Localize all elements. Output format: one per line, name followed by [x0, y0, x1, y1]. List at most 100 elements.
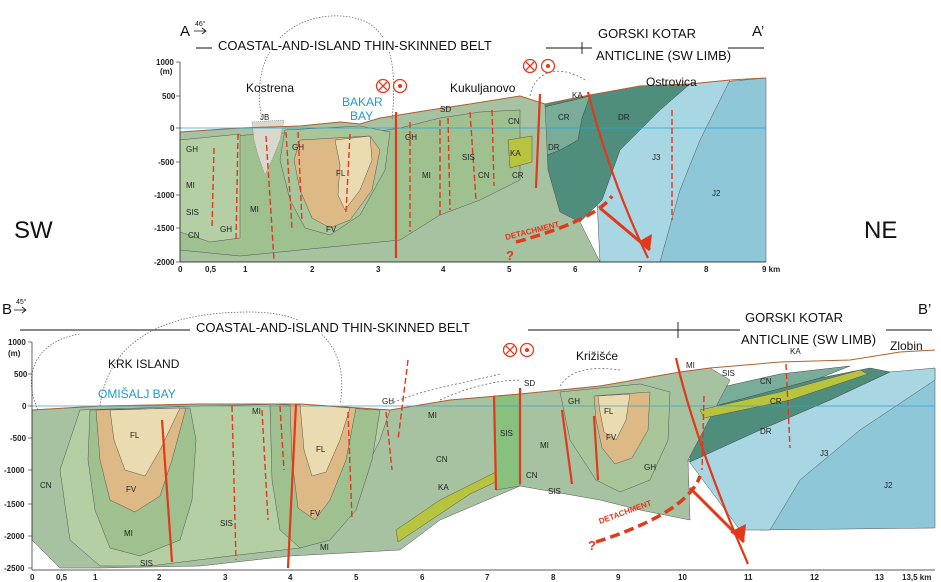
x-tick-a-2: 1 — [243, 265, 248, 274]
unit-label-b-22: GH — [644, 463, 656, 472]
x-tick-a-1: 0,5 — [205, 265, 217, 274]
y-tick-b-3: -500 — [10, 434, 27, 443]
x-tick-a-5: 4 — [441, 265, 446, 274]
y-ticks-a — [176, 61, 180, 263]
main-faults-b — [160, 357, 750, 569]
unit-label-b-15: MI — [540, 441, 549, 450]
unit-label-a-9: FV — [326, 225, 337, 234]
unit-label-b-14: SIS — [500, 429, 513, 438]
topography-a — [179, 77, 767, 133]
bay-bakar-line1: BAKAR — [342, 95, 383, 109]
unit-label-a-11: MI — [422, 171, 431, 180]
bay-omisalj: OMIŠALJ BAY — [98, 386, 176, 401]
section-b-azimuth: 45° — [16, 298, 27, 306]
place-ostrovica: Ostrovica — [646, 75, 697, 89]
unit-fl-b-right — [597, 393, 631, 441]
section-b-label: B — [2, 301, 12, 318]
unit-label-a-22: J3 — [652, 153, 661, 162]
place-krk-island: KRK ISLAND — [108, 357, 180, 371]
x-tick-a-9: 8 — [704, 265, 709, 274]
unit-label-b-6: FL — [316, 445, 326, 454]
unit-label-a-4: GH — [220, 225, 232, 234]
section-b: (m) 1000 500 0 -500 -1000 -1500 -2000 -2… — [2, 298, 936, 582]
y-tick-b-4: -1000 — [4, 466, 25, 475]
y-tick-a-0: 1000 — [156, 58, 174, 67]
faults-b — [231, 359, 791, 561]
eroded-fold-a — [259, 15, 395, 121]
section-b-end-label: B’ — [918, 301, 931, 318]
unit-label-a-23: J2 — [712, 189, 721, 198]
y-tick-b-7: -2500 — [4, 564, 25, 573]
question-mark-b: ? — [588, 538, 596, 553]
x-tick-b-5: 4 — [288, 573, 293, 582]
anticline-mask-a — [592, 24, 728, 64]
unit-label-b-16: CN — [526, 471, 538, 480]
x-tick-a-4: 3 — [376, 265, 381, 274]
y-ticks-b — [28, 341, 32, 569]
place-kostrena: Kostrena — [246, 81, 294, 95]
orientation-ne: NE — [864, 217, 897, 244]
x-tick-a-6: 5 — [507, 265, 512, 274]
belt-mask-a — [212, 38, 546, 52]
x-tick-b-11: 10 — [678, 573, 687, 582]
x-tick-b-7: 6 — [420, 573, 425, 582]
x-tick-b-0: 0 — [30, 573, 35, 582]
y-tick-a-2: 0 — [170, 124, 175, 133]
x-tick-b-4: 3 — [223, 573, 228, 582]
y-tick-a-6: -2000 — [154, 258, 175, 267]
bay-bakar-line2: BAY — [350, 109, 373, 123]
unit-label-b-13: KA — [438, 483, 449, 492]
place-krizisce: Križišće — [576, 349, 618, 363]
x-tick-a-10: 9 km — [762, 265, 780, 274]
unit-label-a-0: GH — [186, 145, 198, 154]
y-tick-a-1: 500 — [162, 92, 176, 101]
unit-label-a-12: SD — [440, 105, 451, 114]
unit-label-a-3: CN — [188, 231, 200, 240]
unit-label-a-16: KA — [510, 149, 521, 158]
unit-label-b-7: FV — [310, 509, 321, 518]
unit-sis-b-center — [493, 393, 521, 491]
unit-label-b-24: SIS — [722, 369, 735, 378]
unit-label-b-18: SD — [524, 379, 535, 388]
unit-label-a-6: JB — [260, 113, 269, 122]
unit-label-b-12: CN — [436, 455, 448, 464]
movement-symbols-a — [375, 58, 556, 94]
unit-label-b-4: SIS — [140, 559, 153, 568]
unit-fl-b-mid — [299, 403, 351, 477]
unit-label-a-2: SIS — [186, 208, 199, 217]
x-tick-b-10: 9 — [616, 573, 621, 582]
thrust-arrowhead-b — [730, 524, 746, 542]
unit-label-b-21: FV — [606, 433, 617, 442]
unit-label-b-28: KA — [790, 347, 801, 356]
unit-label-a-15: CN — [508, 117, 520, 126]
unit-label-b-11: MI — [428, 411, 437, 420]
y-unit-b: (m) — [8, 349, 21, 358]
unit-label-b-23: MI — [686, 361, 695, 370]
x-tick-b-12: 11 — [744, 573, 753, 582]
unit-label-a-5: MI — [250, 205, 259, 214]
unit-label-b-20: FL — [604, 407, 614, 416]
unit-label-a-14: CN — [478, 171, 490, 180]
eroded-fold-b2 — [389, 368, 621, 405]
x-tick-b-13: 12 — [810, 573, 819, 582]
unit-label-b-1: FL — [130, 431, 140, 440]
unit-label-b-0: CN — [40, 481, 52, 490]
unit-ka-a — [507, 135, 533, 169]
unit-label-a-1: MI — [186, 181, 195, 190]
thrust-arrowhead-a — [638, 234, 652, 250]
y-tick-a-3: -500 — [158, 158, 175, 167]
unit-label-b-25: CN — [760, 377, 772, 386]
belt-label-b: COASTAL-AND-ISLAND THIN-SKINNED BELT — [196, 320, 470, 335]
unit-label-b-9: SIS — [220, 519, 233, 528]
y-tick-b-6: -2000 — [4, 532, 25, 541]
belt-label-a: COASTAL-AND-ISLAND THIN-SKINNED BELT — [218, 38, 492, 53]
place-kukuljanovo: Kukuljanovo — [450, 81, 516, 95]
unit-label-b-17: SIS — [548, 487, 561, 496]
detachment-arrow-b — [595, 475, 702, 544]
unit-label-b-29: J3 — [820, 449, 829, 458]
anticline-mask-b — [740, 308, 886, 348]
place-zlobin: Zlobin — [890, 339, 923, 353]
y-tick-b-2: 0 — [22, 402, 27, 411]
